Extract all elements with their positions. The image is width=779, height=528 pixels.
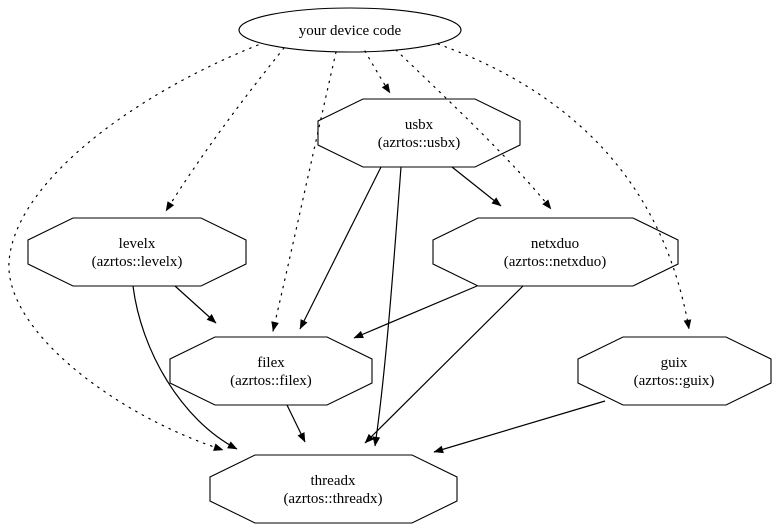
edge-group-dotted — [8, 43, 692, 451]
node-netxduo: netxduo (azrtos::netxduo) — [432, 217, 679, 287]
edge-group-solid — [132, 166, 606, 454]
filex-pkg: (azrtos::filex) — [230, 373, 312, 389]
levelx-pkg: (azrtos::levelx) — [92, 254, 183, 270]
guix-name: guix — [661, 355, 688, 371]
node-device-code: your device code — [238, 7, 462, 53]
node-threadx: threadx (azrtos::threadx) — [209, 454, 458, 524]
filex-octagon — [169, 336, 373, 406]
filex-name: filex — [257, 355, 285, 371]
edge-devicecode-levelx — [165, 47, 285, 212]
node-levelx: levelx (azrtos::levelx) — [27, 217, 247, 287]
guix-octagon — [577, 336, 772, 406]
threadx-octagon — [209, 454, 458, 524]
device-code-label: your device code — [299, 23, 402, 39]
usbx-pkg: (azrtos::usbx) — [378, 135, 460, 151]
edge-filex-threadx — [286, 404, 306, 443]
edge-guix-threadx — [433, 400, 606, 454]
levelx-octagon — [27, 217, 247, 287]
edge-levelx-threadx — [132, 285, 238, 450]
device-code-ellipse — [238, 7, 462, 53]
node-guix: guix (azrtos::guix) — [577, 336, 772, 406]
edge-netxduo-threadx — [364, 285, 524, 444]
edge-levelx-filex — [174, 285, 217, 324]
usbx-name: usbx — [405, 117, 434, 133]
edge-netxduo-filex — [353, 285, 478, 339]
edge-usbx-threadx — [372, 166, 402, 447]
threadx-pkg: (azrtos::threadx) — [283, 491, 382, 507]
netxduo-pkg: (azrtos::netxduo) — [504, 254, 606, 270]
levelx-name: levelx — [119, 236, 156, 252]
netxduo-name: netxduo — [531, 236, 579, 252]
edge-usbx-netxduo — [451, 166, 502, 207]
edge-devicecode-filex — [271, 51, 337, 332]
edge-devicecode-guix — [437, 43, 692, 330]
node-usbx: usbx (azrtos::usbx) — [317, 98, 521, 168]
edge-usbx-filex — [299, 166, 382, 330]
netxduo-octagon — [432, 217, 679, 287]
threadx-name: threadx — [311, 473, 356, 489]
usbx-octagon — [317, 98, 521, 168]
edge-devicecode-usbx — [364, 50, 391, 94]
guix-pkg: (azrtos::guix) — [634, 373, 715, 389]
node-filex: filex (azrtos::filex) — [169, 336, 373, 406]
